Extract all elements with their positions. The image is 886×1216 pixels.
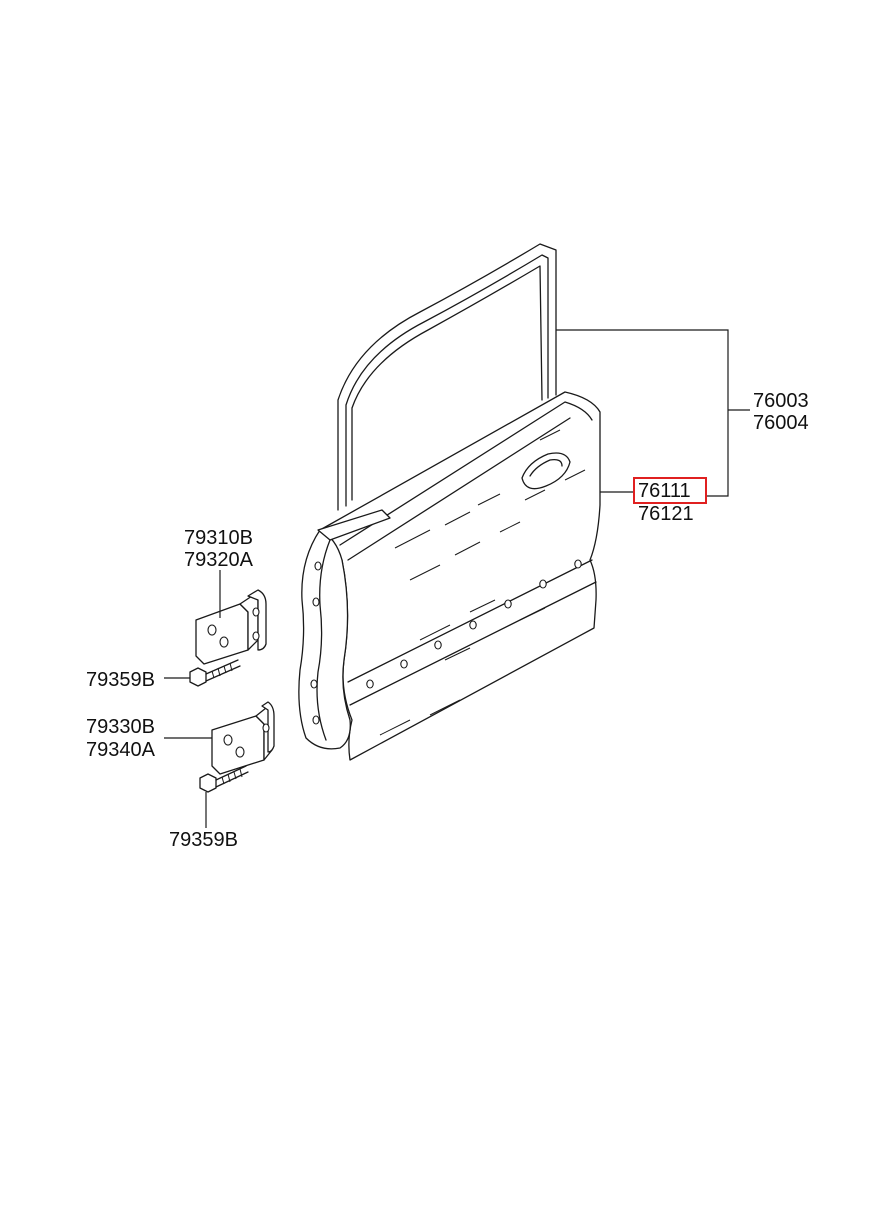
lower-hinge-bolt xyxy=(199,765,249,793)
door-panel xyxy=(298,391,601,761)
label-79320A[interactable]: 79320A xyxy=(184,549,253,571)
highlight-box-76111 xyxy=(633,477,707,504)
label-79310B[interactable]: 79310B xyxy=(184,527,253,549)
label-79330B[interactable]: 79330B xyxy=(86,716,155,738)
label-76111[interactable]: 76111 xyxy=(638,480,691,502)
upper-hinge-bolt xyxy=(189,659,241,687)
lower-hinge xyxy=(211,701,275,775)
label-79340A[interactable]: 79340A xyxy=(86,739,155,761)
label-76003[interactable]: 76003 xyxy=(753,390,809,412)
label-76004[interactable]: 76004 xyxy=(753,412,809,434)
label-79359B-upper[interactable]: 79359B xyxy=(86,669,155,691)
upper-hinge xyxy=(195,589,267,665)
leader-lines xyxy=(164,329,750,828)
door-window-frame xyxy=(337,243,557,511)
label-79359B-lower[interactable]: 79359B xyxy=(169,829,238,851)
label-76121[interactable]: 76121 xyxy=(638,503,694,525)
